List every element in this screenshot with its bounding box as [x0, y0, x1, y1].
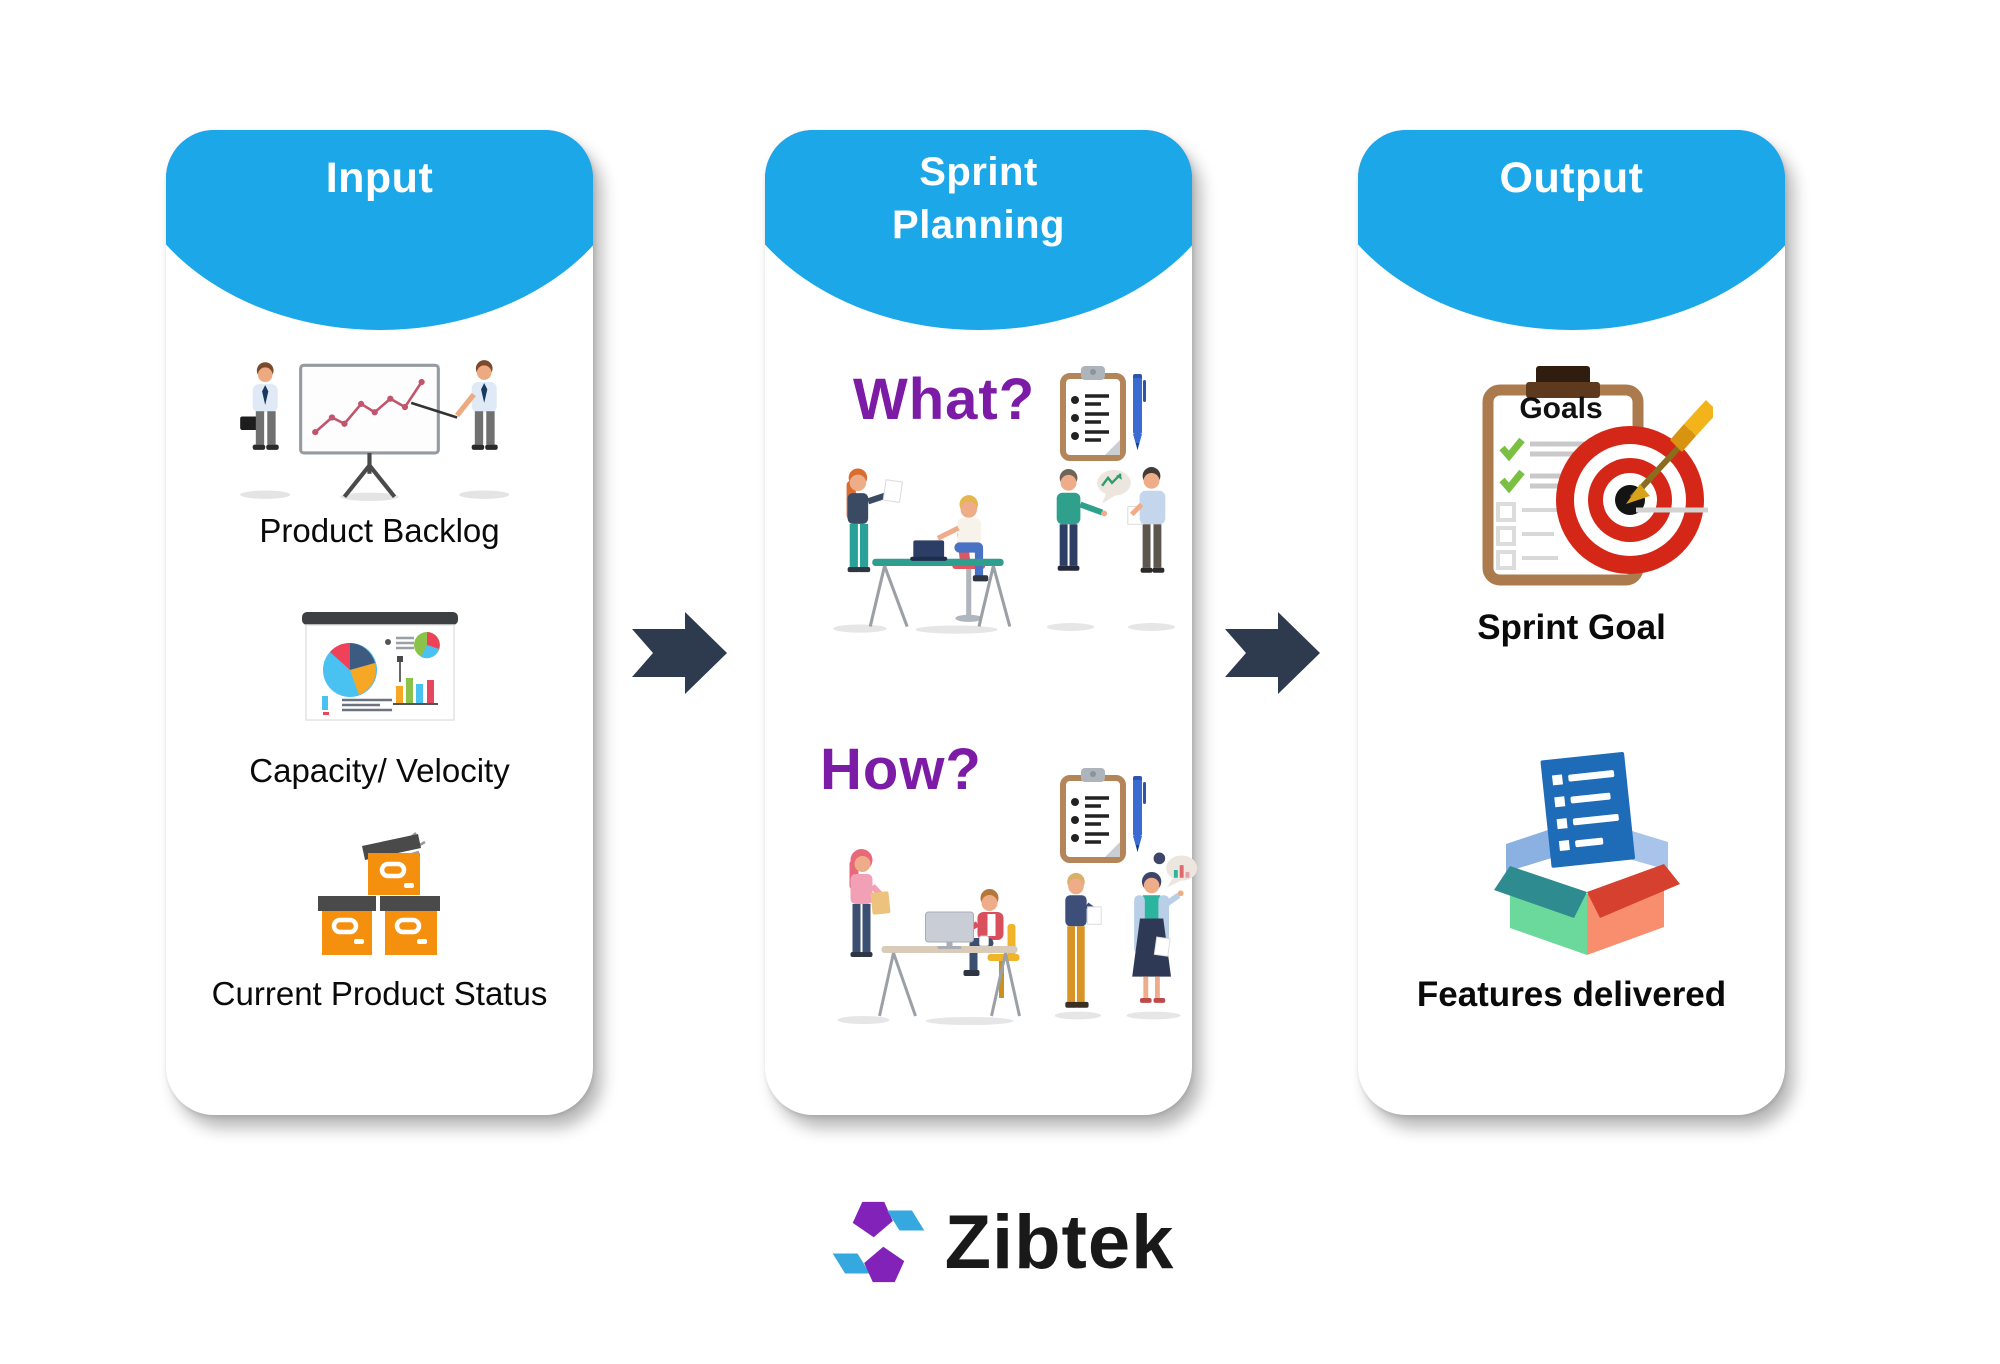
- what-heading: What?: [853, 367, 1036, 432]
- two-people-talking-illustration: [1046, 467, 1176, 631]
- whiteboard: [299, 363, 440, 499]
- man-blue-shirt: [1127, 467, 1166, 573]
- top-box: [362, 834, 421, 895]
- card-output-title: Output: [1499, 154, 1644, 202]
- label-features-delivered: Features delivered: [1416, 975, 1727, 1014]
- bar-chart: [393, 678, 438, 705]
- standing-woman: [846, 468, 903, 573]
- monitor: [925, 911, 974, 949]
- zibtek-logo-icon: [832, 1201, 924, 1283]
- card-sprint-planning-title: Sprint Planning: [765, 146, 1192, 252]
- label-product-backlog: Product Backlog: [259, 512, 500, 549]
- small-pie-chart: [414, 632, 440, 659]
- header-blue-shape: [1358, 130, 1785, 330]
- zibtek-logo-text: Zibtek: [944, 1199, 1175, 1285]
- card-sprint-planning: Sprint Planning What?: [765, 130, 1198, 1115]
- clipboard-checklist-pen-icon: [1060, 366, 1146, 461]
- team-desk-computer-illustration: [837, 849, 1021, 1025]
- right-box: [380, 896, 440, 955]
- pen: [1133, 374, 1146, 450]
- woman-blue-cardigan: [1132, 852, 1184, 1003]
- man-mustard-pants: [1065, 872, 1102, 1008]
- label-capacity-velocity: Capacity/ Velocity: [249, 752, 510, 789]
- speech-bubble-bars: [1166, 855, 1198, 888]
- goals-clipboard-target-icon: [1482, 366, 1713, 586]
- card-output: Output: [1358, 130, 1785, 1115]
- desk: [878, 946, 1021, 1017]
- laptop: [910, 540, 948, 561]
- businessmen-whiteboard-illustration: [240, 360, 510, 501]
- goals-badge: Goals: [1519, 392, 1603, 425]
- zibtek-logo: Zibtek: [0, 1192, 2000, 1292]
- businessman-right: [410, 360, 498, 450]
- card-input-title: Input: [325, 154, 434, 202]
- big-pie-chart: [323, 643, 377, 697]
- title-line-1: Sprint: [919, 150, 1038, 194]
- speech-bubble-growth: [1097, 469, 1131, 504]
- document: [1540, 752, 1636, 868]
- left-box: [318, 896, 376, 955]
- header-blue-shape: [765, 130, 1192, 330]
- analytics-presentation-board-icon: [302, 612, 458, 721]
- stacked-shipping-boxes-icon: [318, 832, 440, 955]
- label-sprint-goal: Sprint Goal: [1477, 608, 1666, 647]
- arrow-right-icon: [632, 612, 727, 694]
- pen: [1133, 776, 1146, 852]
- title-line-2: Planning: [892, 203, 1065, 247]
- open-box-documents-icon: [1494, 752, 1680, 955]
- man-teal-sweater: [1056, 469, 1108, 571]
- card-input-header: Input: [166, 130, 593, 345]
- desk: [868, 558, 1012, 628]
- card-sprint-planning-header: Sprint Planning: [765, 130, 1192, 345]
- standing-woman-pink: [849, 849, 891, 957]
- card-input: Input: [166, 130, 593, 1115]
- two-people-chart-discussion-illustration: [1054, 852, 1198, 1020]
- clipboard-checklist-pen-icon: [1060, 768, 1146, 863]
- businessman-left: [240, 362, 279, 450]
- label-current-product-status: Current Product Status: [211, 975, 548, 1012]
- dart-arrow: [1626, 400, 1713, 504]
- arrow-right-icon: [1225, 612, 1320, 694]
- how-heading: How?: [820, 737, 982, 802]
- team-desk-discussion-illustration: [833, 468, 1012, 634]
- card-output-header: Output: [1358, 130, 1785, 345]
- header-blue-shape: [166, 130, 593, 330]
